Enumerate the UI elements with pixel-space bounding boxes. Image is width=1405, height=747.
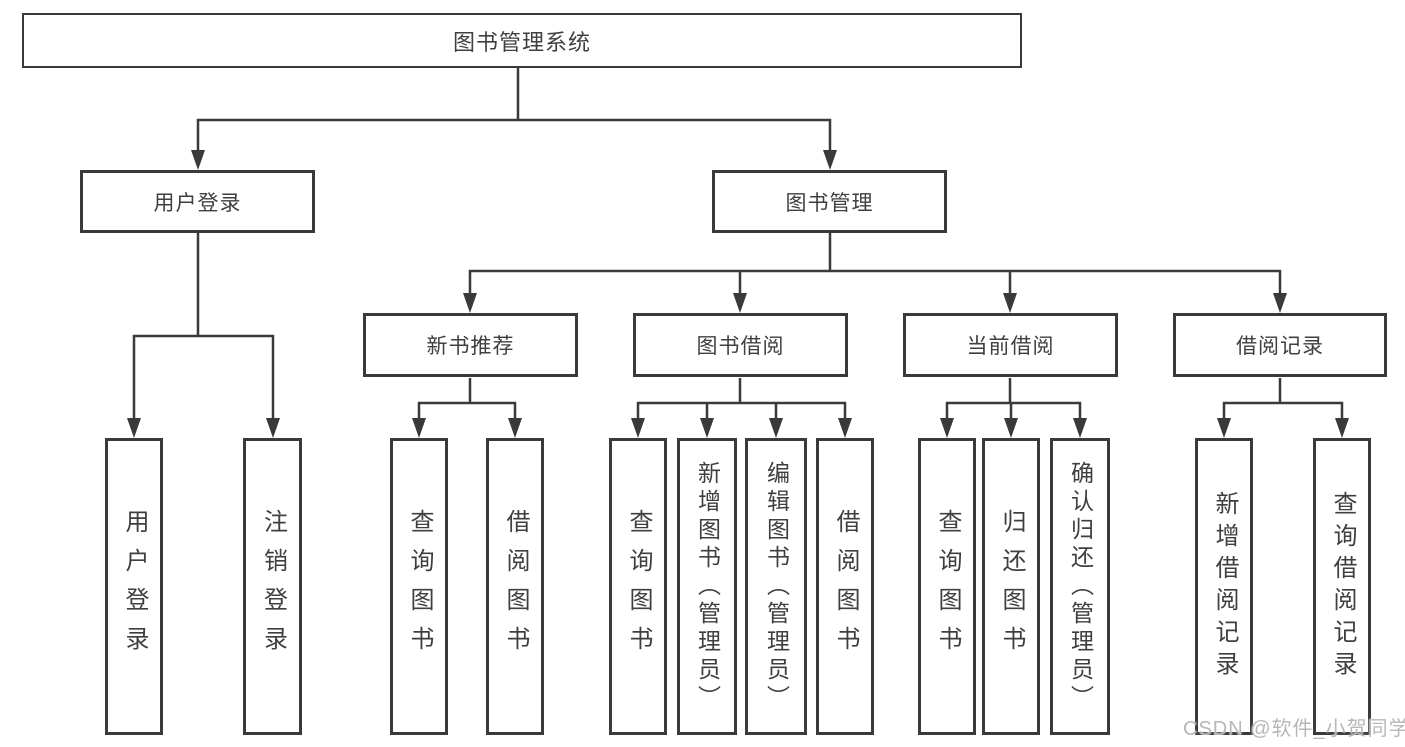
- node-book-borrow: 图书借阅: [633, 313, 848, 377]
- leaf-logout-label: 注销登录: [259, 508, 287, 665]
- leaf-borrow-books: 借阅图书: [816, 438, 874, 735]
- leaf-add-borrow-record: 新增借阅记录: [1195, 438, 1253, 735]
- arrowheads: [127, 150, 1349, 438]
- node-book-borrow-label: 图书借阅: [696, 335, 785, 358]
- leaf-query-books-recommend: 查询图书: [390, 438, 448, 735]
- leaf-user-login-label: 用户登录: [121, 508, 148, 665]
- leaf-borrow-books-label: 借阅图书: [832, 508, 859, 665]
- node-borrow-records: 借阅记录: [1173, 313, 1387, 377]
- leaf-query-borrow-record: 查询借阅记录: [1313, 438, 1371, 735]
- node-book-management-label: 图书管理: [785, 191, 874, 215]
- node-borrow-records-label: 借阅记录: [1236, 335, 1324, 358]
- node-root-label: 图书管理系统: [452, 29, 591, 55]
- node-current-borrow: 当前借阅: [903, 313, 1118, 377]
- leaf-query-books-current-label: 查询图书: [934, 508, 961, 665]
- node-new-book-recommend: 新书推荐: [363, 313, 578, 377]
- leaf-borrow-books-recommend-label: 借阅图书: [502, 508, 529, 665]
- node-new-book-recommend-label: 新书推荐: [426, 335, 515, 358]
- leaf-return-books: 归还图书: [982, 438, 1040, 735]
- node-root: 图书管理系统: [22, 13, 1022, 68]
- leaf-edit-books-admin-label: 编辑图书（管理员）: [763, 460, 790, 713]
- node-user-login-label: 用户登录: [153, 191, 242, 215]
- leaf-return-books-label: 归还图书: [998, 508, 1025, 665]
- leaf-query-books-borrow-label: 查询图书: [625, 508, 652, 665]
- leaf-confirm-return-admin: 确认归还（管理员）: [1050, 438, 1110, 735]
- leaf-user-login: 用户登录: [105, 438, 163, 735]
- leaf-add-books-admin-label: 新增图书（管理员）: [694, 460, 721, 713]
- node-user-login: 用户登录: [80, 170, 315, 233]
- leaf-add-borrow-record-label: 新增借阅记录: [1211, 490, 1238, 683]
- leaf-add-books-admin: 新增图书（管理员）: [677, 438, 737, 735]
- leaf-borrow-books-recommend: 借阅图书: [486, 438, 544, 735]
- node-current-borrow-label: 当前借阅: [966, 335, 1055, 358]
- node-book-management: 图书管理: [712, 170, 947, 233]
- leaf-confirm-return-admin-label: 确认归还（管理员）: [1067, 460, 1094, 713]
- leaf-query-books-recommend-label: 查询图书: [406, 508, 433, 665]
- leaf-query-books-current: 查询图书: [918, 438, 976, 735]
- leaf-query-borrow-record-label: 查询借阅记录: [1329, 490, 1356, 683]
- leaf-query-books-borrow: 查询图书: [609, 438, 667, 735]
- leaf-edit-books-admin: 编辑图书（管理员）: [745, 438, 807, 735]
- csdn-watermark: CSDN @软件_小贺同学: [1183, 718, 1405, 740]
- leaf-logout: 注销登录: [243, 438, 302, 735]
